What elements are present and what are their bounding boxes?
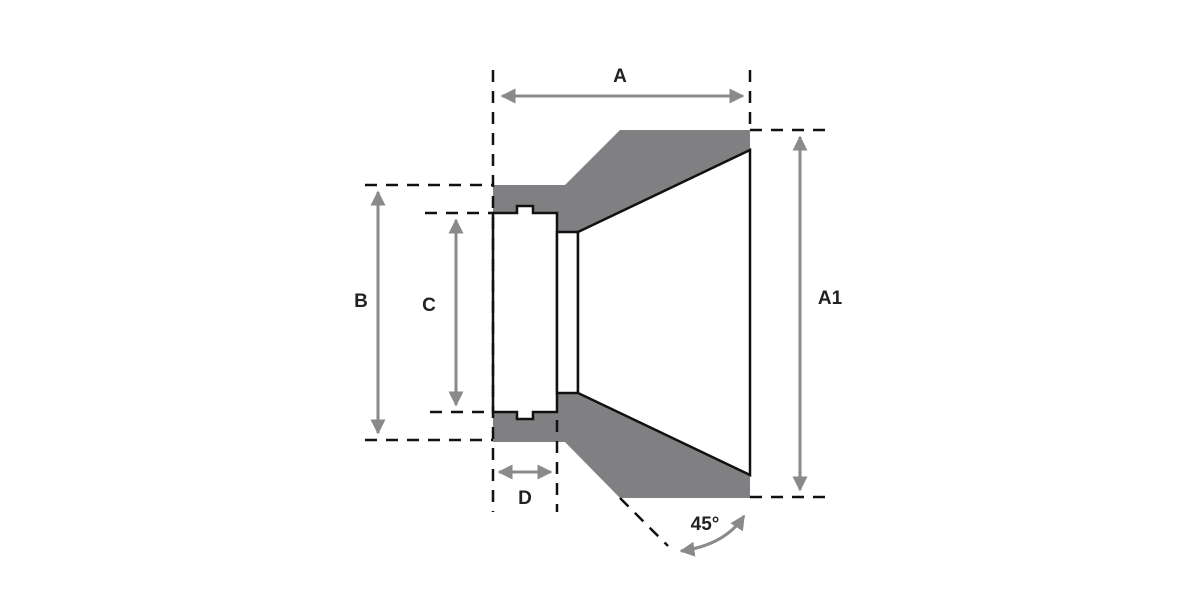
bore-socket: [491, 204, 559, 421]
neck: [555, 230, 580, 395]
label-a: A: [613, 66, 627, 87]
label-b: B: [354, 291, 368, 312]
angle-arrow: [679, 514, 746, 557]
cone-bore: [576, 148, 752, 477]
label-c: C: [422, 295, 436, 316]
label-d: D: [518, 488, 532, 509]
label-angle: 45°: [691, 514, 720, 535]
extension-lines: [365, 70, 830, 547]
label-a1: A1: [818, 288, 843, 309]
